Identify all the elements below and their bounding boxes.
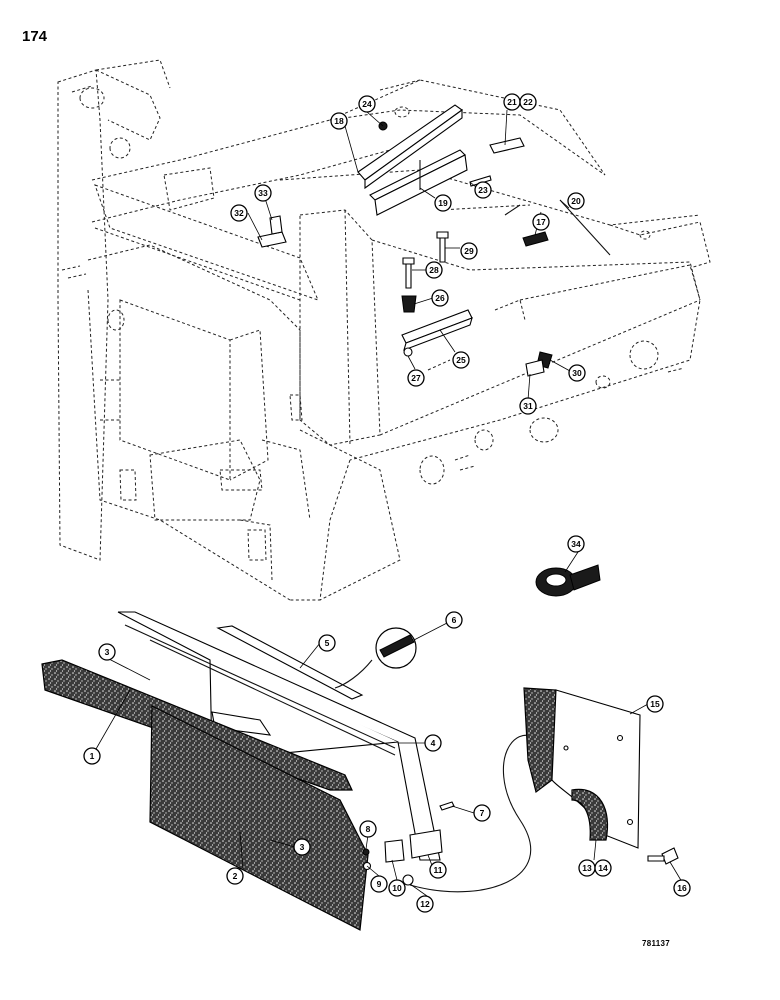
svg-text:1: 1 — [90, 751, 95, 761]
callout-10: 10 — [388, 879, 406, 897]
callout-23: 23 — [474, 181, 492, 199]
callout-27: 27 — [407, 369, 425, 387]
svg-text:3: 3 — [300, 842, 305, 852]
svg-text:16: 16 — [677, 883, 687, 893]
svg-text:15: 15 — [650, 699, 660, 709]
side-panel — [523, 687, 679, 865]
svg-text:29: 29 — [464, 246, 474, 256]
callout-29: 29 — [460, 242, 478, 260]
callout-17: 17 — [532, 213, 550, 231]
callout-5: 5 — [318, 634, 336, 652]
svg-text:7: 7 — [480, 808, 485, 818]
svg-text:19: 19 — [438, 198, 448, 208]
svg-text:34: 34 — [571, 539, 581, 549]
svg-text:20: 20 — [571, 196, 581, 206]
callout-16: 16 — [673, 879, 691, 897]
svg-text:22: 22 — [523, 97, 533, 107]
callout-9: 9 — [370, 875, 388, 893]
svg-text:24: 24 — [362, 99, 372, 109]
callout-21: 21 — [503, 93, 521, 111]
svg-text:33: 33 — [258, 188, 268, 198]
callout-8: 8 — [359, 820, 377, 838]
callout-30: 30 — [568, 364, 586, 382]
callout-28: 28 — [425, 261, 443, 279]
svg-text:23: 23 — [478, 185, 488, 195]
upper-hardware — [257, 104, 611, 377]
callout-33: 33 — [254, 184, 272, 202]
callout-18: 18 — [330, 112, 348, 130]
svg-text:18: 18 — [334, 116, 344, 126]
callout-11: 11 — [429, 861, 447, 879]
svg-text:30: 30 — [572, 368, 582, 378]
svg-text:28: 28 — [429, 265, 439, 275]
svg-text:3: 3 — [105, 647, 110, 657]
callout-22: 22 — [519, 93, 537, 111]
callout-31: 31 — [519, 397, 537, 415]
drawing-code: 781137 — [642, 939, 671, 948]
svg-text:2: 2 — [233, 871, 238, 881]
svg-text:21: 21 — [507, 97, 517, 107]
callout-24: 24 — [358, 95, 376, 113]
tape-roll — [535, 564, 601, 597]
callout-6: 6 — [445, 611, 463, 629]
svg-text:8: 8 — [366, 824, 371, 834]
fender-assembly — [41, 611, 561, 931]
svg-text:12: 12 — [420, 899, 430, 909]
callout-1: 1 — [83, 747, 101, 765]
svg-text:6: 6 — [452, 615, 457, 625]
callout-7: 7 — [473, 804, 491, 822]
svg-text:17: 17 — [536, 217, 546, 227]
svg-text:9: 9 — [377, 879, 382, 889]
callout-26: 26 — [431, 289, 449, 307]
callout-14: 14 — [594, 859, 612, 877]
callout-2: 2 — [226, 867, 244, 885]
svg-text:11: 11 — [434, 865, 443, 875]
callout-15: 15 — [646, 695, 664, 713]
callout-4: 4 — [424, 734, 442, 752]
svg-text:32: 32 — [234, 208, 244, 218]
svg-text:4: 4 — [431, 738, 436, 748]
callout-32: 32 — [230, 204, 248, 222]
svg-text:10: 10 — [392, 883, 402, 893]
svg-text:14: 14 — [598, 863, 608, 873]
svg-text:26: 26 — [435, 293, 445, 303]
svg-text:13: 13 — [582, 863, 592, 873]
loader-frame — [57, 59, 711, 601]
svg-text:27: 27 — [411, 373, 421, 383]
leader-lines — [91, 109, 683, 897]
page-number: 174 — [22, 28, 48, 45]
callout-3-upper: 3 — [98, 643, 116, 661]
svg-text:5: 5 — [325, 638, 330, 648]
callout-25: 25 — [452, 351, 470, 369]
callout-13: 13 — [578, 859, 596, 877]
callout-19: 19 — [434, 194, 452, 212]
callout-34: 34 — [567, 535, 585, 553]
svg-text:31: 31 — [523, 401, 533, 411]
svg-text:25: 25 — [456, 355, 466, 365]
callout-20: 20 — [567, 192, 585, 210]
callout-12: 12 — [416, 895, 434, 913]
callout-3-lower: 3 — [293, 838, 311, 856]
